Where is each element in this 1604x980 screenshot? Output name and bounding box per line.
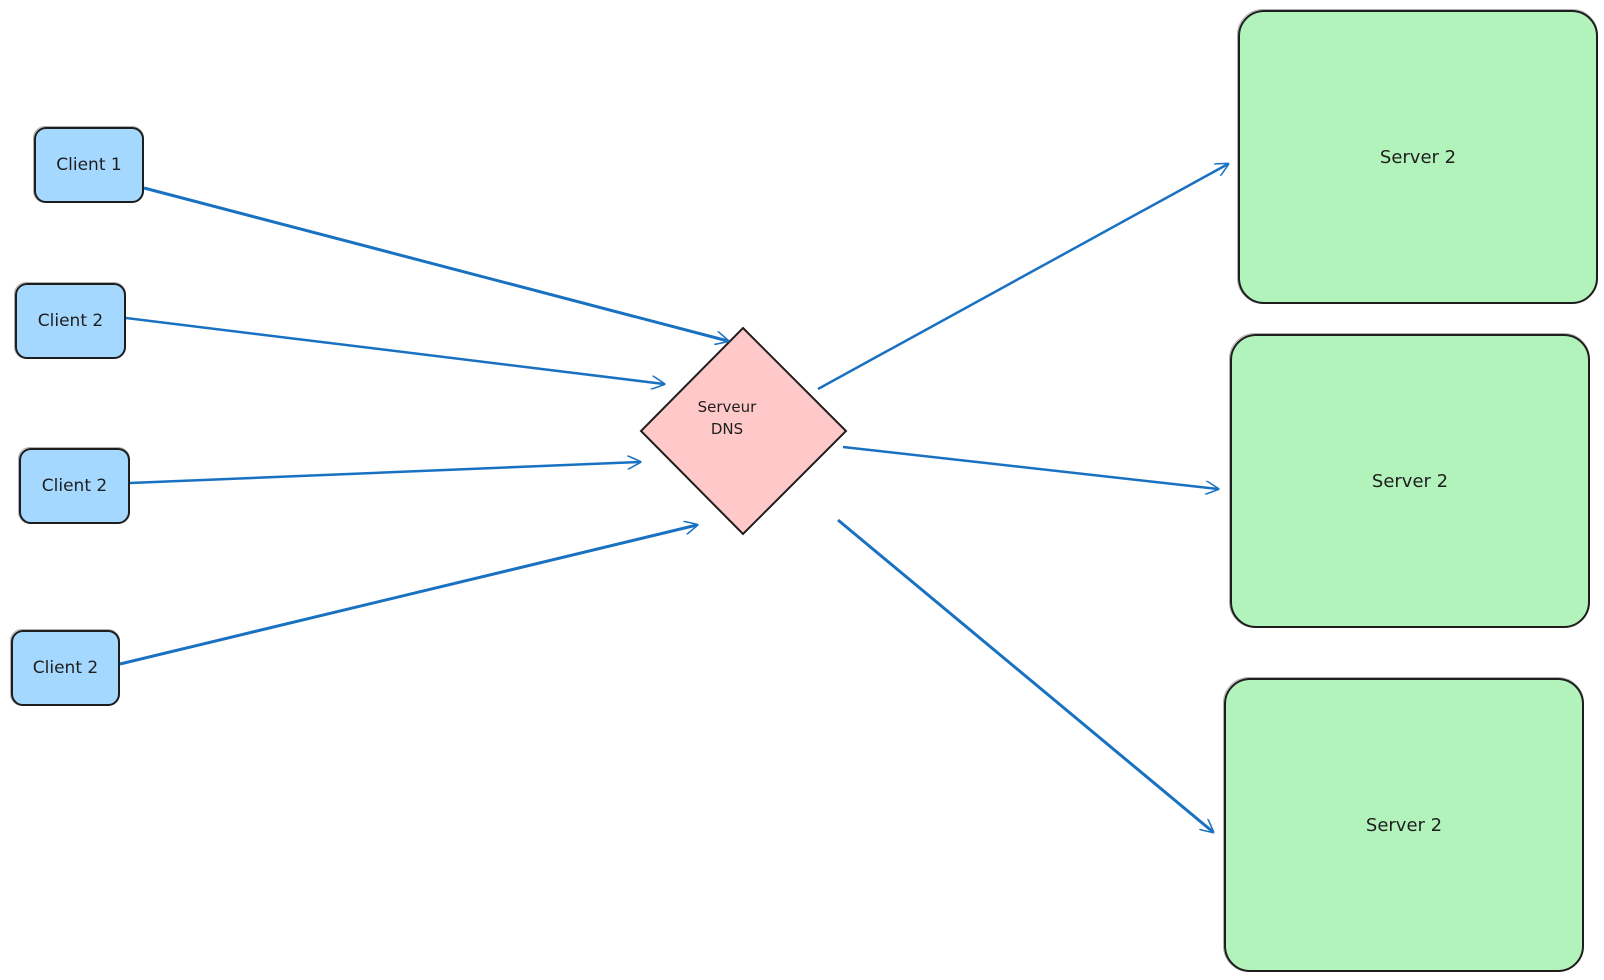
arrow-client2c-to-dns[interactable]: [119, 525, 697, 666]
arrow-dns-to-server-top[interactable]: [817, 164, 1228, 391]
arrow-client2b-to-dns[interactable]: [129, 462, 640, 485]
dns-server-label: Serveur DNS: [697, 398, 757, 438]
client-node-4[interactable]: Client 2: [10, 629, 120, 706]
client-node-3[interactable]: Client 2: [18, 447, 130, 524]
client-node-1[interactable]: Client 1: [33, 126, 144, 203]
client-node-2[interactable]: Client 2: [14, 282, 126, 359]
arrow-dns-to-server-bottom[interactable]: [837, 518, 1213, 832]
dns-server-diamond[interactable]: [639, 326, 848, 536]
server-node-top[interactable]: Server 2: [1237, 9, 1598, 304]
arrow-client1-to-dns[interactable]: [143, 186, 728, 341]
arrow-client2a-to-dns[interactable]: [125, 316, 664, 384]
arrow-dns-to-server-middle[interactable]: [842, 445, 1218, 489]
server-node-bottom[interactable]: Server 2: [1223, 677, 1584, 972]
server-node-middle[interactable]: Server 2: [1229, 333, 1590, 628]
